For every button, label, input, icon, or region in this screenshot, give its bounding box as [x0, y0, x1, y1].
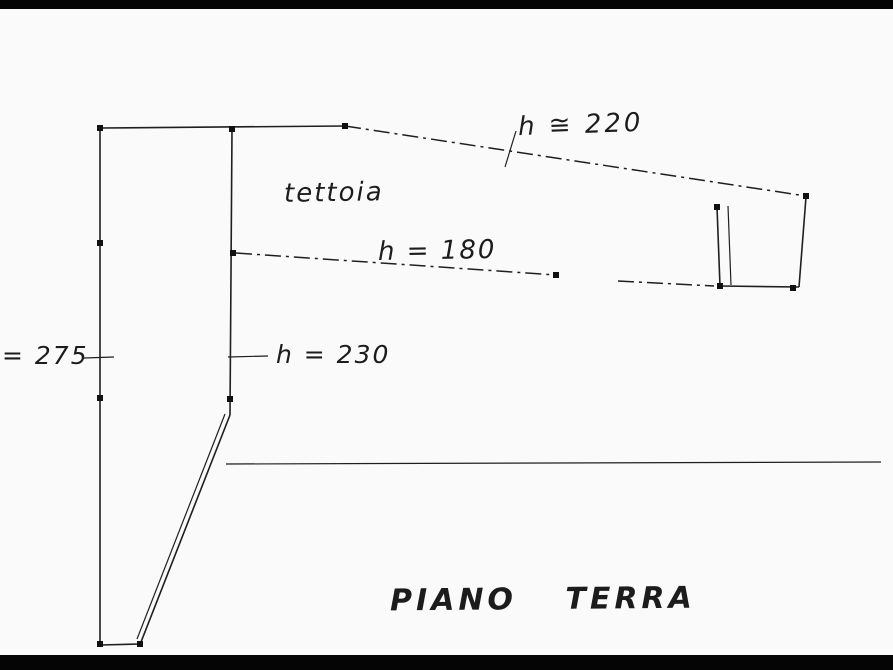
vertex-markers — [97, 123, 809, 647]
reference-line — [225, 461, 882, 465]
wall-inner-vertical — [229, 128, 233, 416]
room-height-label: h = 230 — [276, 340, 391, 369]
wall-diagonal-double — [136, 413, 226, 640]
scan-border-top — [0, 0, 893, 9]
right-room-wall-right — [798, 196, 807, 288]
roof-height-label: h ≅ 220 — [517, 107, 644, 143]
right-room-wall-left-double — [727, 205, 732, 286]
wall-diagonal — [140, 414, 231, 643]
height-230-tick — [227, 355, 269, 358]
roof-edge-line — [344, 125, 807, 197]
width-dimension-label: = 275 — [2, 341, 89, 370]
width-275-tick — [83, 356, 115, 359]
scan-border-bottom — [0, 655, 893, 670]
canopy-line-extension — [617, 280, 715, 287]
plan-title: PIANO TERRA — [389, 580, 696, 619]
wall-bottom — [99, 643, 142, 646]
right-room-wall-left — [716, 206, 721, 287]
wall-top — [99, 125, 346, 129]
roof-dimension-tick — [504, 130, 517, 168]
canopy-height-label: h = 180 — [377, 234, 497, 268]
canopy-line — [235, 252, 557, 276]
canopy-label: tettoia — [283, 177, 384, 209]
right-room-wall-bottom — [719, 285, 800, 288]
